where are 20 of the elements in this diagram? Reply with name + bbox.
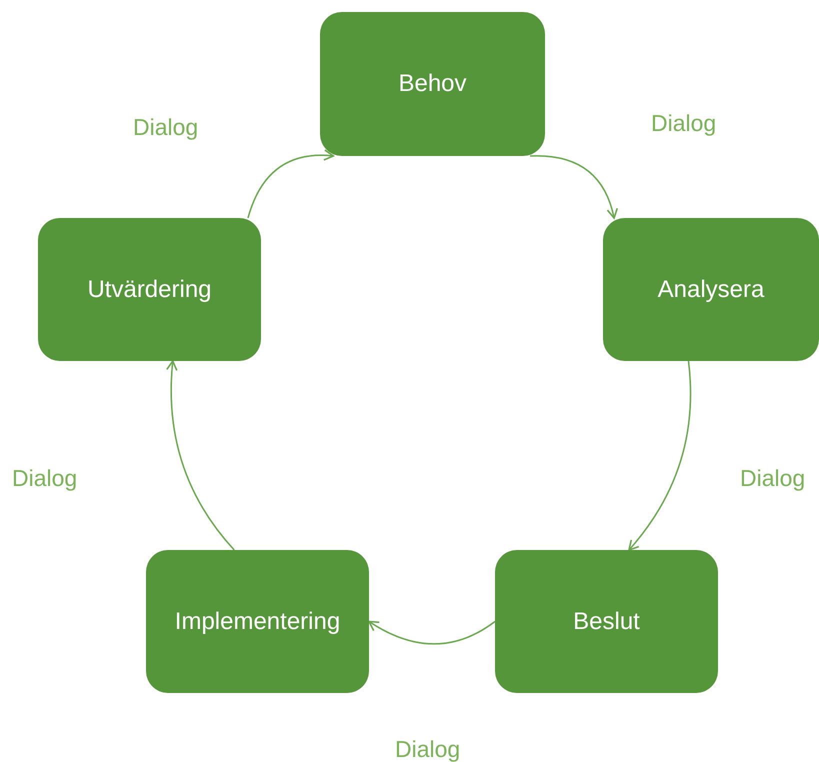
arrow — [628, 360, 692, 551]
edge-label: Dialog — [651, 109, 716, 138]
edge-label: Dialog — [740, 464, 806, 493]
process-box — [146, 550, 369, 693]
process-box — [495, 550, 718, 693]
box-label: Implementering — [174, 606, 340, 636]
box-label: Utvärdering — [87, 274, 212, 304]
process-box — [38, 218, 261, 361]
arrow — [247, 150, 334, 218]
arrow — [166, 360, 235, 550]
process-box — [603, 218, 819, 361]
box-label: Behov — [398, 69, 467, 99]
box-label: Beslut — [573, 606, 640, 636]
arrow — [368, 620, 496, 645]
box-label: Analysera — [658, 274, 764, 304]
arrow — [530, 155, 618, 219]
edge-label: Dialog — [395, 735, 460, 762]
edge-label: Dialog — [133, 113, 198, 142]
process-box — [320, 12, 545, 156]
edge-label: Dialog — [12, 464, 78, 493]
